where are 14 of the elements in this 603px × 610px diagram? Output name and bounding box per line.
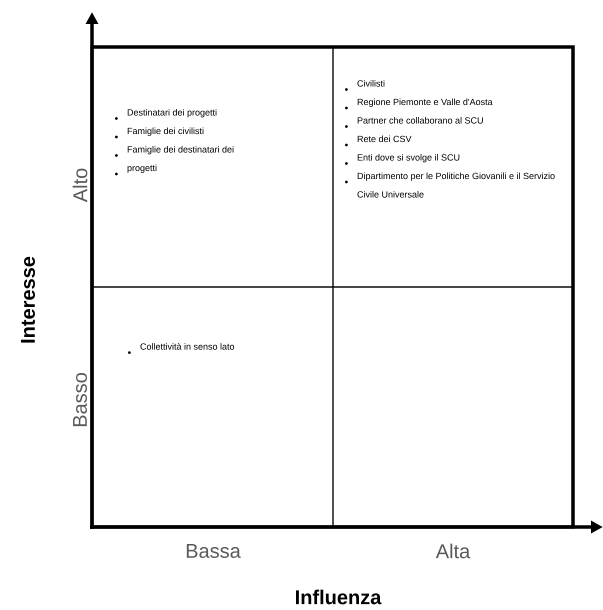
list-item: Dipartimento per le Politiche Giovanili e il Servizio Civile Universale — [345, 172, 555, 198]
axis-title: Interesse — [21, 256, 35, 343]
axis-title: Influenza — [296, 590, 382, 604]
list-item: Enti dove si svolge il SCU — [345, 154, 460, 165]
list-item: Regione Piemonte e Valle d'Aosta — [345, 98, 493, 110]
list-item: Civilisti — [345, 80, 384, 91]
list-item: Partner che collaborano al SCU — [345, 117, 483, 128]
list-item: Rete dei CSV — [345, 136, 412, 146]
list-item: Famiglie dei civilisti — [115, 128, 204, 138]
quadrant-box — [332, 286, 574, 528]
list-item: Destinatari dei progetti — [115, 109, 216, 120]
list-item: Collettività in senso lato — [128, 343, 234, 354]
list-item: progetti — [115, 164, 156, 176]
list-item: Famiglie dei destinatari dei — [115, 146, 234, 157]
